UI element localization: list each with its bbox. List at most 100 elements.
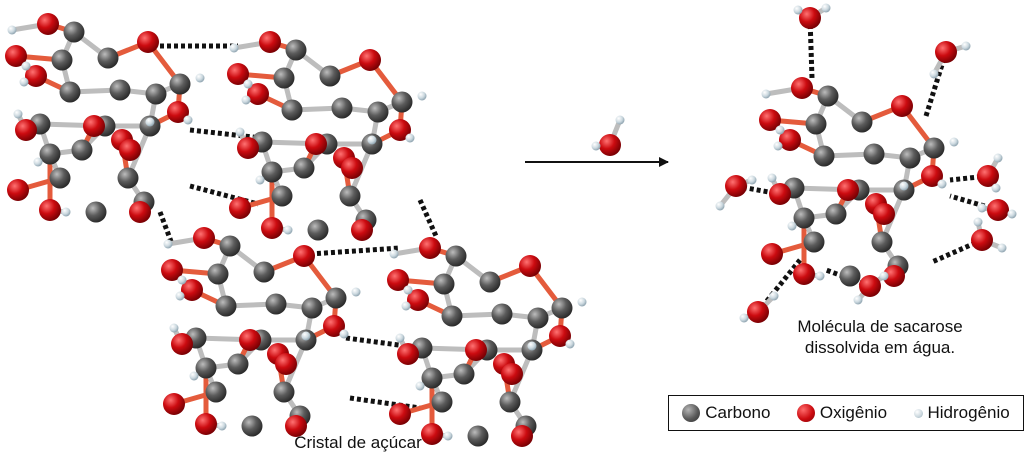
carbon-atom: [273, 67, 295, 89]
dissolved-molecule-caption-line2: dissolvida em água.: [804, 338, 956, 357]
oxygen-atom: [599, 134, 621, 156]
hydrogen-atom: [217, 421, 227, 431]
carbon-atom: [445, 245, 467, 267]
oxygen-atom: [883, 265, 905, 287]
hydrogen-atom: [389, 249, 399, 259]
hydrogen-atom: [767, 173, 777, 183]
hydrogen-atom: [991, 183, 1001, 193]
hydrogen-atom: [13, 109, 23, 119]
dissolved-molecule-caption-line1: Molécula de sacarose: [797, 317, 963, 336]
carbon-atom: [265, 293, 287, 315]
oxygen-atom: [129, 201, 151, 223]
hydrogen-atom: [443, 431, 453, 441]
hydrogen-atom: [163, 239, 173, 249]
oxygen-atom: [167, 101, 189, 123]
carbon-atom: [227, 353, 249, 375]
oxygen-atom: [935, 41, 957, 63]
carbon-atom: [851, 111, 873, 133]
hydrogen-atom: [739, 313, 749, 323]
hydrogen-atom: [61, 207, 71, 217]
hydrogen-atom: [997, 243, 1007, 253]
carbon-atom: [339, 185, 361, 207]
hydrogen-atom: [283, 225, 293, 235]
oxygen-atom: [227, 63, 249, 85]
oxygen-atom: [239, 329, 261, 351]
oxygen-atom: [305, 133, 327, 155]
oxygen-atom: [971, 229, 993, 251]
hydrogen-atom: [415, 381, 425, 391]
oxygen-atom: [15, 119, 37, 141]
oxygen-atom: [549, 325, 571, 347]
carbon-atom: [273, 381, 295, 403]
hydrogen-atom: [899, 181, 909, 191]
oxygen-atom: [891, 95, 913, 117]
legend-item-hydrogen: Hidrogênio: [913, 403, 1010, 423]
oxygen-atom: [747, 301, 769, 323]
carbon-atom: [551, 297, 573, 319]
hydrogen-atom: [19, 77, 29, 87]
hydrogen-atom: [175, 291, 185, 301]
oxygen-atom: [259, 31, 281, 53]
oxygen-atom: [921, 165, 943, 187]
oxygen-atom: [793, 263, 815, 285]
hydrogen-atom: [243, 79, 253, 89]
red-sphere-icon: [796, 404, 815, 422]
hydrogen-bond: [309, 245, 401, 257]
atoms: [5, 3, 1017, 447]
carbon-atom: [479, 271, 501, 293]
carbon-atom: [109, 79, 131, 101]
dissolved-molecule-caption: Molécula de sacarose dissolvida em água.: [760, 316, 1000, 358]
carbon-atom: [215, 295, 237, 317]
oxygen-atom: [977, 165, 999, 187]
hydrogen-atom: [7, 25, 17, 35]
hydrogen-atom: [405, 133, 415, 143]
hydrogen-atom: [929, 69, 939, 79]
carbon-atom: [331, 97, 353, 119]
oxygen-atom: [323, 315, 345, 337]
oxygen-atom: [341, 157, 363, 179]
hydrogen-atom: [395, 333, 405, 343]
carbon-atom: [421, 367, 443, 389]
oxygen-atom: [987, 199, 1009, 221]
carbon-atom: [871, 231, 893, 253]
carbon-atom: [85, 201, 107, 223]
carbon-atom: [367, 101, 389, 123]
oxygen-atom: [759, 109, 781, 131]
oxygen-atom: [465, 339, 487, 361]
oxygen-atom: [501, 363, 523, 385]
carbon-atom: [839, 265, 861, 287]
carbon-atom: [63, 21, 85, 43]
hydrogen-atom: [815, 271, 825, 281]
oxygen-atom: [769, 183, 791, 205]
hydrogen-atom: [235, 127, 245, 137]
oxygen-atom: [837, 179, 859, 201]
legend: Carbono Oxigênio Hidrogênio: [668, 395, 1024, 431]
hydrogen-bond: [949, 173, 989, 183]
carbon-atom: [899, 147, 921, 169]
hydrogen-atom: [339, 329, 349, 339]
hydrogen-atom: [417, 91, 427, 101]
crystal-caption: Cristal de açúcar: [294, 433, 422, 452]
hydrogen-atom: [21, 61, 31, 71]
hydrogen-atom: [403, 285, 413, 295]
hydrogen-atom: [793, 5, 803, 15]
carbon-atom: [863, 143, 885, 165]
carbon-atom: [391, 91, 413, 113]
oxygen-atom: [407, 289, 429, 311]
hydrogen-atom: [189, 371, 199, 381]
hydrogen-atom: [961, 41, 971, 51]
oxygen-atom: [293, 245, 315, 267]
carbon-atom: [39, 143, 61, 165]
carbon-atom: [923, 137, 945, 159]
oxygen-atom: [389, 403, 411, 425]
oxygen-atom: [387, 269, 409, 291]
hydrogen-atom: [949, 137, 959, 147]
oxygen-atom: [163, 393, 185, 415]
hydrogen-atom: [747, 175, 757, 185]
hydrogen-atom: [773, 141, 783, 151]
hydrogen-bond: [417, 198, 439, 238]
carbon-atom: [527, 307, 549, 329]
oxygen-atom: [285, 415, 307, 437]
oxygen-atom: [39, 199, 61, 221]
